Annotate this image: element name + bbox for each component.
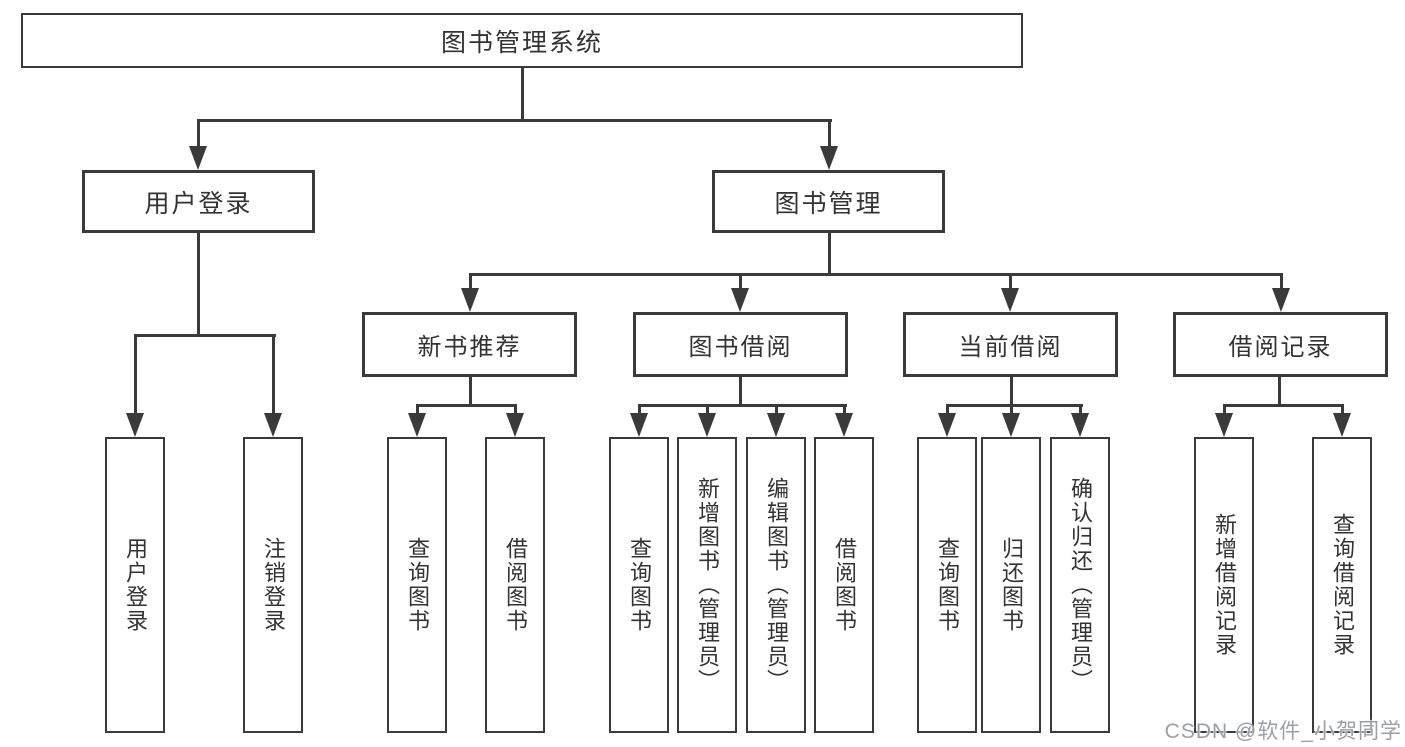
arrow-down-icon [938, 413, 956, 437]
arrow-down-icon [1215, 413, 1233, 437]
node-user-login: 用户登录 [82, 170, 315, 233]
node-label: 编辑图书（管理员） [764, 477, 789, 693]
arrow-down-icon [630, 413, 648, 437]
arrow-down-icon [408, 413, 426, 437]
connector-drop-leaf [1222, 404, 1226, 416]
connector-stem [1009, 375, 1013, 407]
connector-drop-leaf [271, 334, 275, 416]
arrow-down-icon [1002, 413, 1020, 437]
node-leaf-borrow-books-recommend: 借阅图书 [485, 437, 545, 733]
node-label: 查询图书 [935, 537, 960, 633]
connector-rail [637, 404, 847, 407]
node-leaf-return-books: 归还图书 [981, 437, 1041, 733]
arrow-down-icon [731, 288, 749, 312]
connector-drop-book-management [827, 119, 831, 149]
node-label: 新书推荐 [417, 334, 522, 361]
connector-rail [945, 404, 1083, 407]
node-leaf-add-books-admin: 新增图书（管理员） [677, 437, 737, 733]
arrow-down-icon [461, 288, 479, 312]
arrow-down-icon [835, 413, 853, 437]
connector-drop-leaf [945, 404, 949, 416]
connector-drop-leaf [637, 404, 641, 416]
connector-book-management-stem [827, 231, 831, 276]
arrow-down-icon [767, 413, 785, 437]
arrow-down-icon [1001, 288, 1019, 312]
connector-drop-leaf [1009, 404, 1013, 416]
arrow-down-icon [1272, 288, 1290, 312]
connector-stem [738, 375, 742, 407]
connector-stem [1277, 375, 1281, 407]
connector-drop-leaf [133, 334, 137, 416]
arrow-down-icon [189, 146, 207, 170]
arrow-down-icon [264, 413, 282, 437]
node-label: 确认归还（管理员） [1068, 477, 1093, 693]
arrow-down-icon [698, 413, 716, 437]
node-label: 查询借阅记录 [1330, 513, 1355, 657]
arrow-down-icon [1333, 413, 1351, 437]
connector-level3-rail [468, 273, 1283, 276]
node-leaf-query-borrow-record: 查询借阅记录 [1312, 437, 1372, 733]
node-leaf-edit-books-admin: 编辑图书（管理员） [746, 437, 806, 733]
connector-stem [468, 375, 472, 407]
node-label: 用户登录 [123, 537, 148, 633]
connector-rail [415, 404, 517, 407]
connector-drop-book-borrow [738, 273, 742, 291]
connector-level1-rail [196, 119, 832, 122]
connector-drop-leaf [513, 404, 517, 416]
node-label: 用户登录 [144, 189, 253, 218]
node-label: 注销登录 [261, 537, 286, 633]
node-leaf-logout: 注销登录 [243, 437, 303, 733]
node-label: 图书管理 [774, 189, 883, 218]
node-book-management: 图书管理 [712, 170, 945, 233]
connector-root-stem [520, 66, 524, 121]
connector-drop-leaf [1340, 404, 1344, 416]
node-leaf-query-books-recommend: 查询图书 [387, 437, 447, 733]
connector-drop-leaf [1078, 404, 1082, 416]
arrow-down-icon [1071, 413, 1089, 437]
connector-drop-user-login [196, 119, 200, 149]
connector-rail [1222, 404, 1344, 407]
node-label: 借阅图书 [503, 537, 528, 633]
node-label: 图书借阅 [688, 334, 793, 361]
node-leaf-borrow-books: 借阅图书 [814, 437, 874, 733]
arrow-down-icon [820, 146, 838, 170]
node-borrowing-records: 借阅记录 [1173, 312, 1388, 377]
connector-drop-new-book [468, 273, 472, 291]
connector-user-login-stem [196, 231, 200, 336]
connector-drop-leaf [415, 404, 419, 416]
node-label: 借阅图书 [832, 537, 857, 633]
node-label: 查询图书 [627, 537, 652, 633]
node-new-book-recommend: 新书推荐 [362, 312, 577, 377]
connector-drop-borrow-records [1279, 273, 1283, 291]
node-label: 新增图书（管理员） [695, 477, 720, 693]
node-leaf-query-books-current: 查询图书 [917, 437, 977, 733]
csdn-watermark: CSDN @软件_小贺同学 [1164, 720, 1402, 743]
node-label: 新增借阅记录 [1212, 513, 1237, 657]
node-current-borrowing: 当前借阅 [903, 312, 1118, 377]
node-label: 借阅记录 [1228, 334, 1333, 361]
connector-user-login-rail [133, 334, 276, 337]
node-book-borrowing: 图书借阅 [633, 312, 848, 377]
connector-drop-leaf [774, 404, 778, 416]
node-label: 归还图书 [999, 537, 1024, 633]
node-library-management-system: 图书管理系统 [21, 13, 1023, 68]
connector-drop-leaf [842, 404, 846, 416]
node-label: 查询图书 [405, 537, 430, 633]
node-leaf-user-login: 用户登录 [105, 437, 165, 733]
node-leaf-confirm-return-admin: 确认归还（管理员） [1050, 437, 1110, 733]
node-label: 当前借阅 [958, 334, 1063, 361]
node-leaf-add-borrow-record: 新增借阅记录 [1194, 437, 1254, 733]
node-label: 图书管理系统 [440, 28, 603, 57]
arrow-down-icon [506, 413, 524, 437]
arrow-down-icon [126, 413, 144, 437]
connector-drop-current-borrow [1008, 273, 1012, 291]
node-leaf-query-books-borrow: 查询图书 [609, 437, 669, 733]
connector-drop-leaf [705, 404, 709, 416]
